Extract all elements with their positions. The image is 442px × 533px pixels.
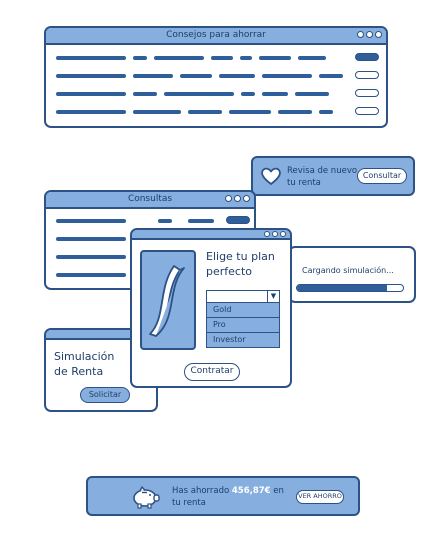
text-placeholder-bar	[133, 92, 157, 96]
tips-window: Consejos para ahorrar	[44, 26, 388, 128]
review-income-text-line1: Revisa de nuevo	[287, 166, 358, 176]
simulation-title-line2: de Renta	[54, 365, 104, 378]
window-control-dot[interactable]	[272, 231, 278, 237]
plan-heading-line1: Elige tu plan	[206, 250, 275, 263]
text-placeholder-bar	[241, 92, 255, 96]
savings-text-line2: tu renta	[172, 498, 206, 508]
progress-bar	[296, 284, 404, 292]
loading-window: Cargando simulación...	[288, 246, 416, 303]
text-placeholder-bar	[262, 74, 312, 78]
text-placeholder-bar	[295, 92, 329, 96]
text-placeholder-bar	[56, 92, 126, 96]
review-income-card: Revisa de nuevo tu renta Consultar	[251, 156, 415, 196]
window-controls[interactable]	[264, 231, 286, 237]
window-control-dot[interactable]	[234, 195, 241, 202]
window-control-dot[interactable]	[264, 231, 270, 237]
consult-button[interactable]: Consultar	[357, 168, 407, 184]
text-placeholder-bar	[262, 92, 288, 96]
window-control-dot[interactable]	[375, 31, 382, 38]
text-placeholder-bar	[164, 92, 234, 96]
heart-icon	[261, 167, 281, 185]
plan-window-titlebar	[132, 230, 290, 240]
option-toggle[interactable]	[355, 71, 379, 79]
review-income-text-line2: tu renta	[287, 178, 321, 188]
savings-text-prefix: Has ahorrado	[172, 486, 230, 496]
piggy-bank-icon	[133, 486, 160, 509]
text-placeholder-bar	[133, 110, 181, 114]
option-toggle[interactable]	[355, 107, 379, 115]
plan-window: Elige tu plan perfecto ▼ Gold Pro Invest…	[130, 228, 292, 388]
text-placeholder-bar	[56, 219, 126, 223]
simulation-title-line1: Simulación	[54, 350, 115, 363]
text-placeholder-bar	[56, 273, 126, 277]
text-placeholder-bar	[188, 219, 214, 223]
queries-window-titlebar: Consultas	[46, 192, 254, 209]
text-placeholder-bar	[56, 56, 126, 60]
text-placeholder-bar	[158, 219, 172, 223]
window-controls[interactable]	[357, 31, 382, 38]
tips-window-titlebar: Consejos para ahorrar	[46, 28, 386, 45]
text-placeholder-bar	[278, 110, 312, 114]
contract-button[interactable]: Contratar	[184, 363, 240, 381]
request-button[interactable]: Solicitar	[80, 387, 130, 403]
window-control-dot[interactable]	[280, 231, 286, 237]
savings-text-suffix: en	[273, 486, 284, 496]
option-toggle[interactable]	[355, 53, 379, 61]
window-control-dot[interactable]	[225, 195, 232, 202]
text-placeholder-bar	[180, 74, 212, 78]
option-toggle[interactable]	[355, 89, 379, 97]
text-placeholder-bar	[219, 74, 255, 78]
text-placeholder-bar	[319, 74, 343, 78]
plan-option-gold[interactable]: Gold	[207, 303, 279, 318]
text-placeholder-bar	[56, 74, 126, 78]
savings-banner: Has ahorrado 456,87€ en tu renta VER AHO…	[86, 476, 360, 516]
text-placeholder-bar	[56, 110, 126, 114]
text-placeholder-bar	[133, 74, 173, 78]
progress-bar-fill	[297, 285, 388, 291]
option-toggle[interactable]	[226, 216, 250, 224]
chevron-down-icon[interactable]: ▼	[267, 291, 279, 302]
window-control-dot[interactable]	[366, 31, 373, 38]
queries-window-title: Consultas	[127, 194, 173, 204]
text-placeholder-bar	[56, 237, 126, 241]
loading-label: Cargando simulación...	[302, 266, 394, 275]
view-savings-button[interactable]: VER AHORRO	[296, 490, 344, 504]
curve-chart-icon	[149, 265, 185, 337]
savings-amount: 456,87€	[231, 486, 271, 496]
tips-window-title: Consejos para ahorrar	[166, 30, 266, 40]
text-placeholder-bar	[319, 110, 333, 114]
savings-text-line1: Has ahorrado 456,87€ en	[172, 486, 284, 496]
text-placeholder-bar	[133, 56, 147, 60]
plan-option-pro[interactable]: Pro	[207, 318, 279, 333]
window-controls[interactable]	[225, 195, 250, 202]
plan-illustration	[140, 250, 196, 350]
plan-option-investor[interactable]: Investor	[207, 333, 279, 347]
window-control-dot[interactable]	[357, 31, 364, 38]
simulation-window-titlebar	[46, 330, 156, 340]
plan-heading-line2: perfecto	[206, 265, 253, 278]
text-placeholder-bar	[259, 56, 291, 60]
plan-dropdown-header[interactable]: ▼	[207, 291, 279, 303]
text-placeholder-bar	[298, 56, 326, 60]
plan-dropdown[interactable]: ▼ Gold Pro Investor	[206, 290, 280, 348]
text-placeholder-bar	[211, 56, 233, 60]
text-placeholder-bar	[154, 56, 204, 60]
text-placeholder-bar	[229, 110, 271, 114]
text-placeholder-bar	[188, 110, 222, 114]
text-placeholder-bar	[240, 56, 252, 60]
text-placeholder-bar	[56, 255, 126, 259]
window-control-dot[interactable]	[243, 195, 250, 202]
